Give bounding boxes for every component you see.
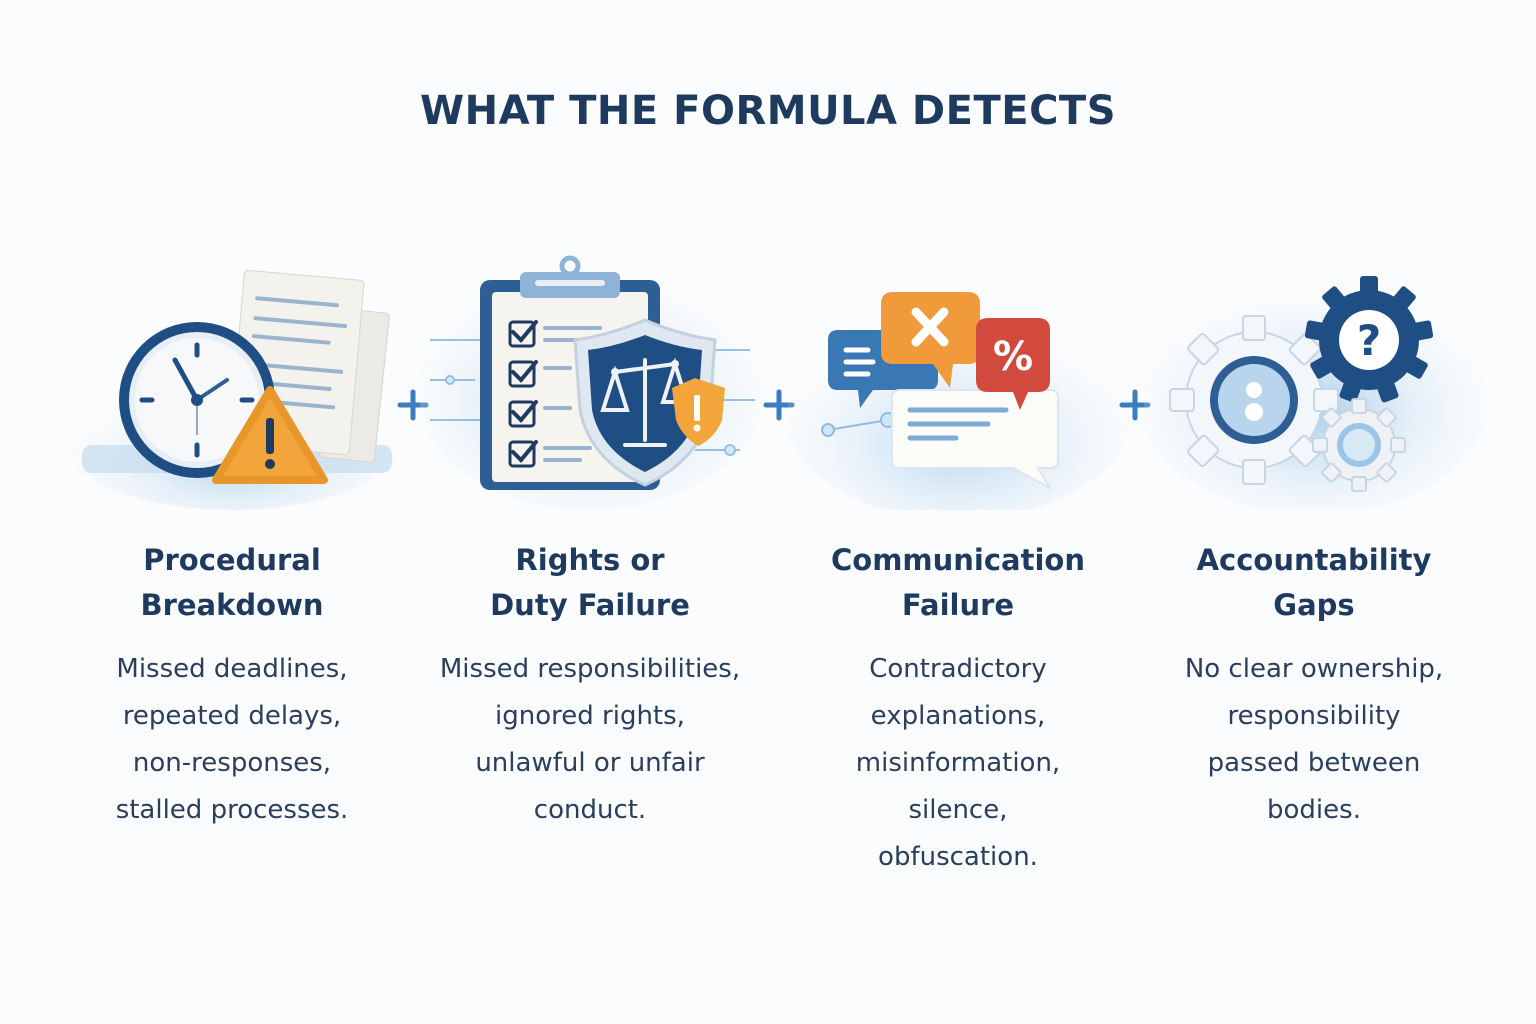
category-heading: Communication Failure bbox=[830, 543, 1085, 622]
category-procedural-breakdown: Procedural Breakdown Missed deadlines, r… bbox=[52, 250, 412, 834]
category-accountability-gaps: ? Accountability Gaps No bbox=[1134, 250, 1494, 834]
gears-question-icon: ? bbox=[1144, 250, 1484, 510]
category-heading: Accountability Gaps bbox=[1196, 543, 1432, 622]
category-communication-failure: % Communication Failure Contradictory ex… bbox=[778, 250, 1138, 881]
category-rights-duty-failure: Rights or Duty Failure Missed responsibi… bbox=[410, 250, 770, 834]
page-title: WHAT THE FORMULA DETECTS bbox=[419, 88, 1117, 134]
category-description: Missed responsibilities, ignored rights,… bbox=[439, 654, 741, 825]
category-description: No clear ownership, responsibility passe… bbox=[1184, 654, 1444, 825]
svg-text:%: % bbox=[993, 334, 1033, 380]
category-heading: Procedural Breakdown bbox=[140, 543, 324, 622]
svg-text:?: ? bbox=[1357, 316, 1381, 365]
category-description: Contradictory explanations, misinformati… bbox=[855, 654, 1061, 872]
speech-bubbles-icon: % bbox=[788, 250, 1128, 510]
category-description: Missed deadlines, repeated delays, non-r… bbox=[115, 654, 349, 825]
category-heading: Rights or Duty Failure bbox=[490, 543, 690, 622]
clock-warning-documents-icon bbox=[62, 250, 402, 510]
clipboard-shield-scales-icon bbox=[420, 250, 760, 510]
